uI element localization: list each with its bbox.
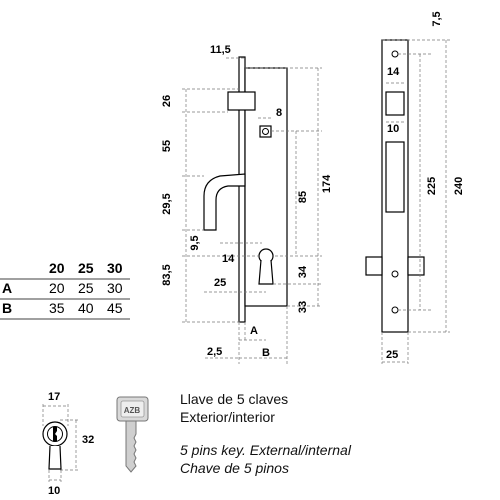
cylinder-front-view: 17 32 10 — [42, 391, 94, 497]
dim-B: B — [262, 347, 270, 359]
key-brand-mark: AZB — [124, 406, 141, 415]
dim-225: 225 — [426, 177, 438, 195]
hook-bolt — [203, 173, 246, 231]
cylinder-keyway — [53, 427, 57, 441]
dim-55: 55 — [161, 140, 173, 152]
key-desc-line4: Chave de 5 pinos — [180, 460, 289, 476]
dim-cyl-17: 17 — [48, 391, 60, 403]
dim-2-5: 2,5 — [207, 346, 222, 358]
dim-25-mid: 25 — [214, 277, 226, 289]
faceplate-bolt-slot — [385, 141, 405, 213]
faceplate-front-view — [365, 39, 425, 333]
dim-83-5: 83,5 — [161, 264, 173, 285]
table-row-a-v3: 30 — [107, 280, 123, 296]
table-row-b-v3: 45 — [107, 300, 123, 316]
dim-174: 174 — [321, 174, 333, 193]
table-header-1: 20 — [49, 260, 65, 276]
faceplate-tab-left — [365, 256, 383, 276]
key-blade — [125, 420, 137, 473]
dim-cyl-10: 10 — [48, 485, 60, 497]
dim-14-bottom: 14 — [222, 253, 235, 265]
dim-29-5: 29,5 — [161, 193, 173, 214]
cylinder-cam-housing — [48, 445, 62, 470]
dim-11-5: 11,5 — [210, 44, 231, 56]
dim-cyl-32: 32 — [82, 434, 94, 446]
lock-dimension-labels: 11,5 26 8 55 174 85 29,5 9,5 14 25 83,5 … — [161, 44, 333, 359]
table-row-a-v2: 25 — [78, 280, 94, 296]
size-table: 20 25 30 A 20 25 30 B 35 40 45 — [0, 260, 130, 320]
faceplate-screw-top — [391, 50, 399, 58]
table-row-a-v1: 20 — [49, 280, 65, 296]
faceplate-screw-mid — [391, 270, 399, 278]
table-header-2: 25 — [78, 260, 94, 276]
faceplate-tab-right — [407, 256, 425, 276]
dim-7-5: 7,5 — [431, 11, 443, 26]
key-illustration: AZB — [116, 396, 149, 473]
table-header-3: 30 — [107, 260, 123, 276]
key-desc-line1: Llave de 5 claves — [180, 391, 289, 407]
dim-25: 25 — [386, 349, 398, 361]
lock-side-view — [203, 56, 288, 323]
dim-A: A — [250, 325, 258, 337]
faceplate-latch-slot — [385, 91, 405, 116]
cylinder-hole — [258, 248, 274, 285]
table-row-a-label: A — [2, 280, 12, 296]
key-desc-line3: 5 pins key. External/internal — [180, 442, 351, 458]
dim-10: 10 — [387, 123, 399, 135]
faceplate-screw-bottom — [391, 306, 399, 314]
key-desc-line2: Exterior/interior — [180, 409, 275, 425]
dim-14: 14 — [387, 66, 400, 78]
lock-dimension-lines — [182, 57, 322, 364]
dim-33: 33 — [297, 301, 309, 313]
dim-34: 34 — [297, 265, 309, 278]
faceplate-dimension-lines — [381, 39, 450, 364]
dim-8: 8 — [276, 107, 282, 119]
key-head-inner — [120, 400, 145, 418]
follower-hole — [262, 128, 269, 135]
table-row-b-v2: 40 — [78, 300, 94, 316]
dim-9-5: 9,5 — [189, 235, 201, 250]
dim-85: 85 — [297, 191, 309, 203]
table-row-b-label: B — [2, 300, 12, 316]
dim-26: 26 — [161, 95, 173, 107]
latch-bolt — [227, 91, 256, 111]
follower-square — [259, 125, 272, 138]
table-row-b-v1: 35 — [49, 300, 65, 316]
faceplate-dimension-labels: 7,5 14 10 225 240 25 — [386, 11, 465, 361]
dim-240: 240 — [453, 177, 465, 195]
